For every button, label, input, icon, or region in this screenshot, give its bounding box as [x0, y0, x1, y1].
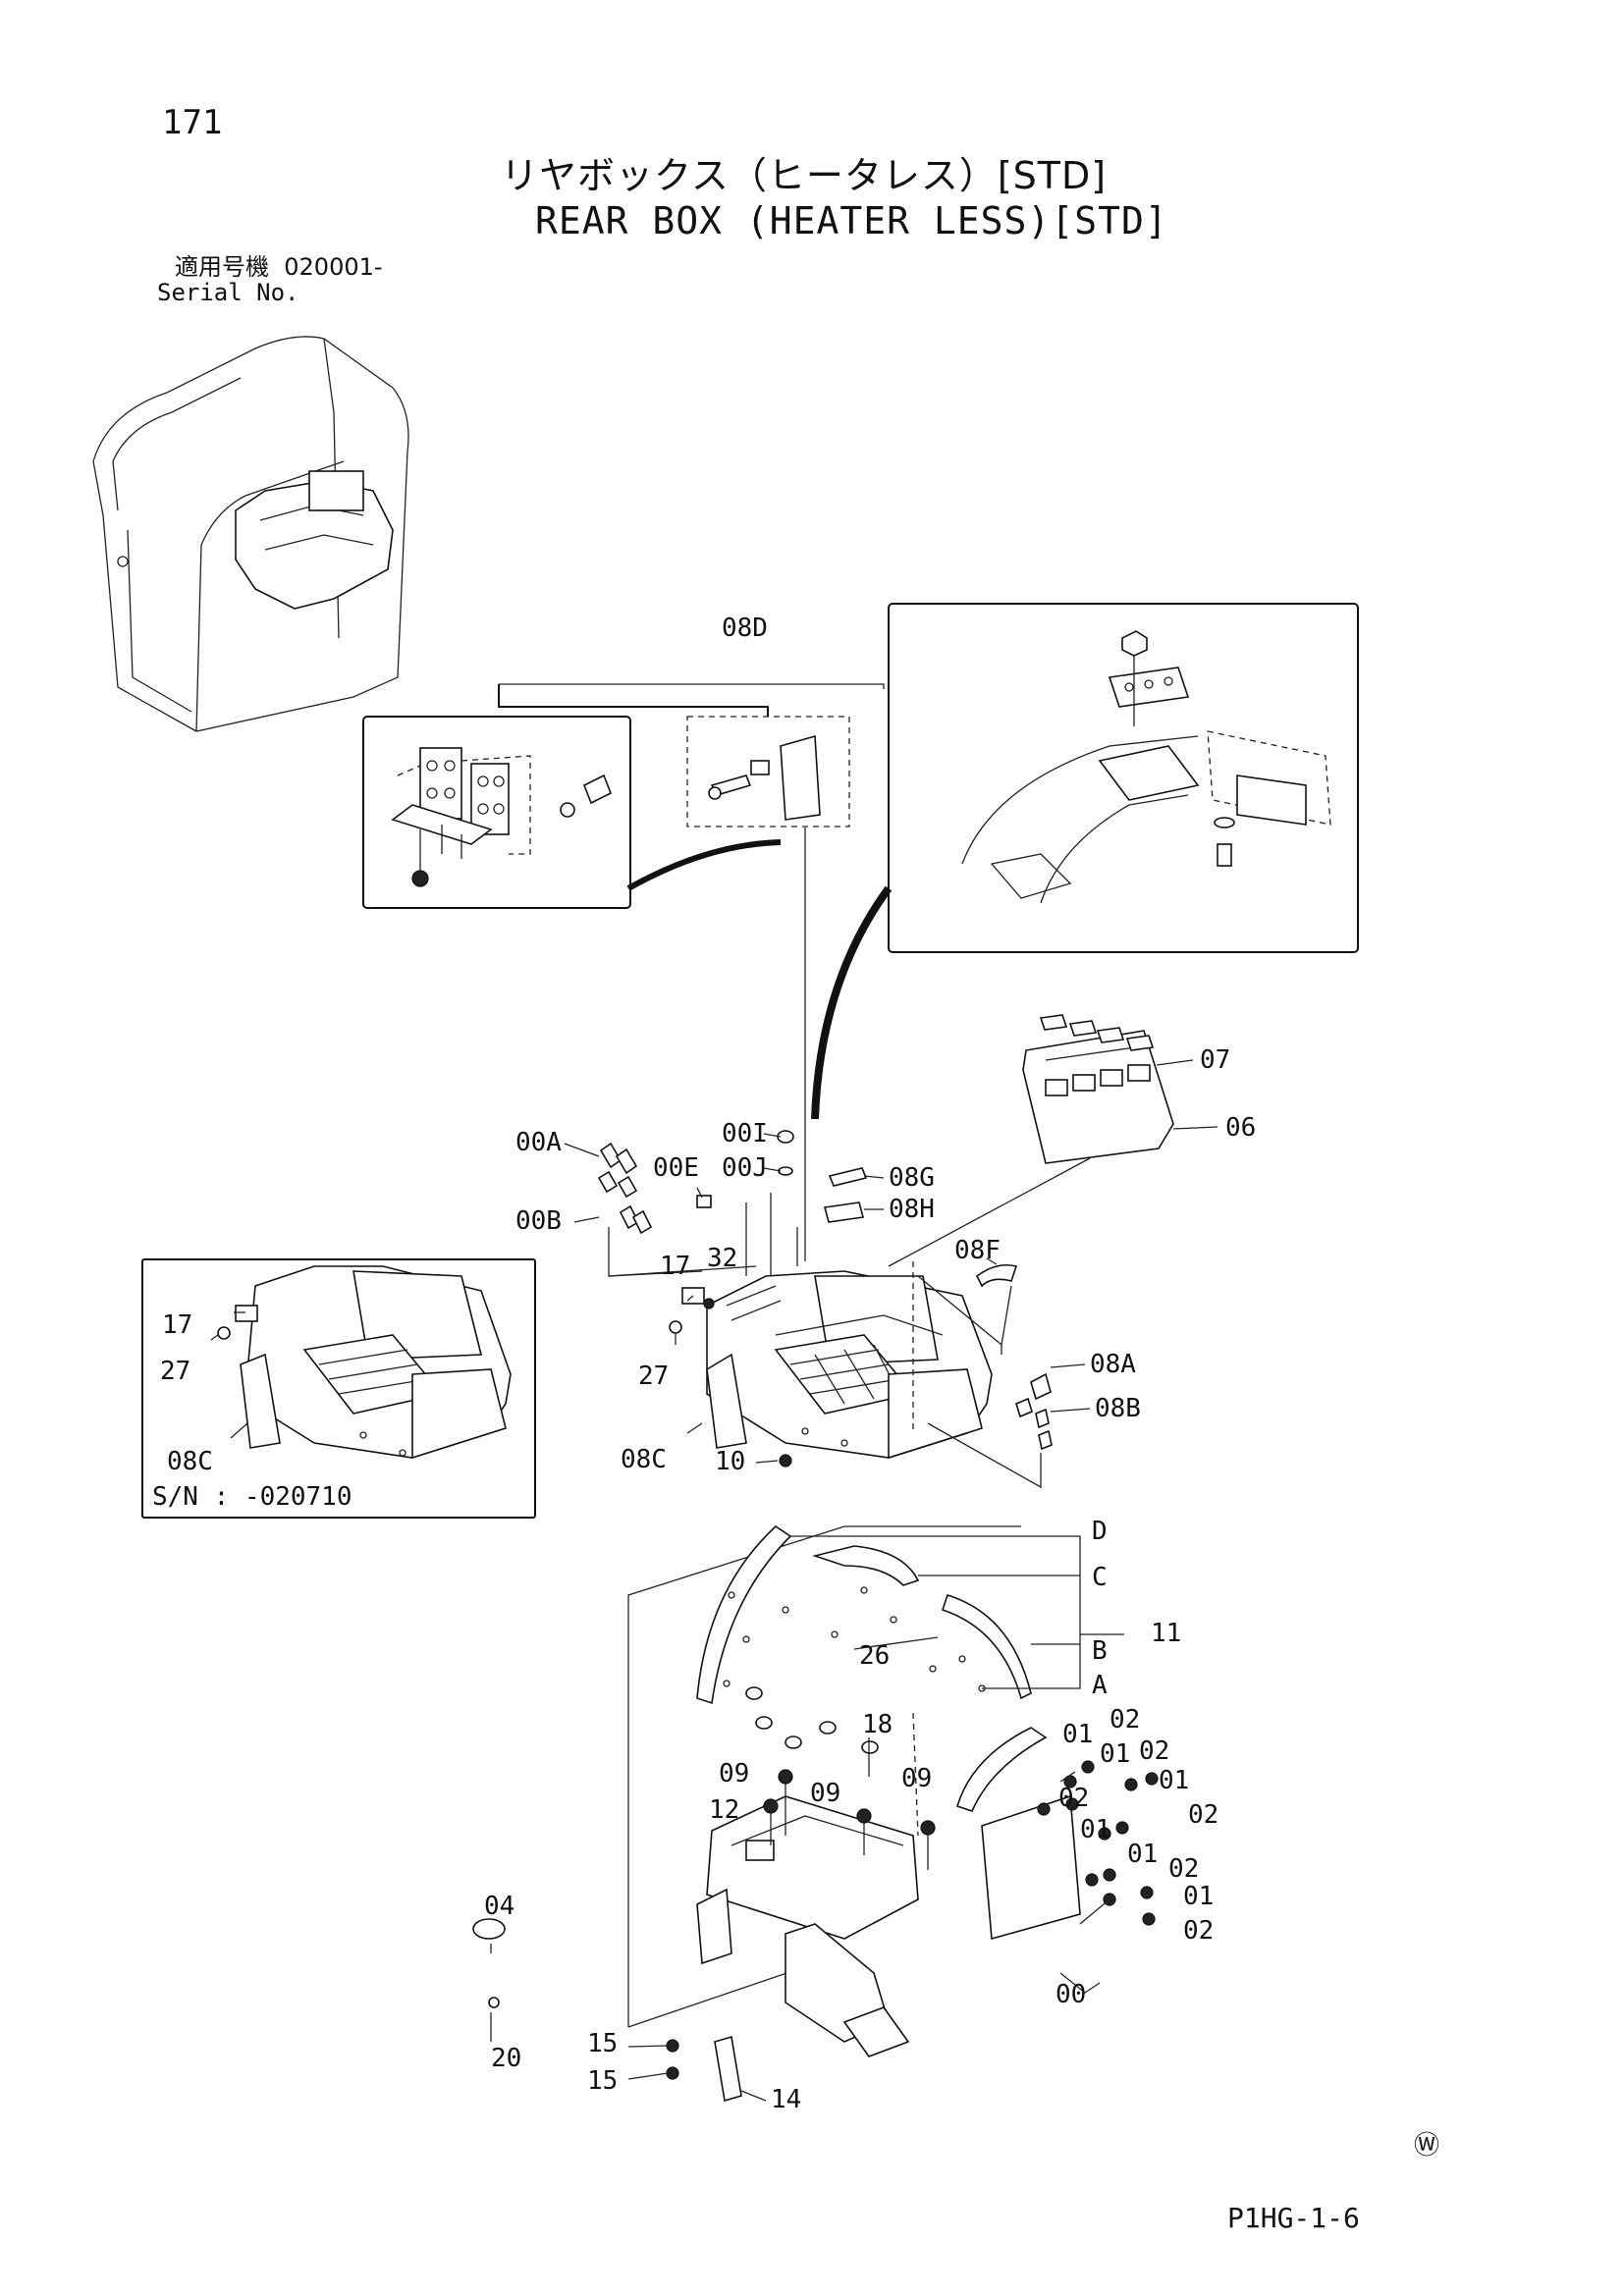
callout-32: 32 — [707, 1244, 737, 1273]
page-number: 171 — [162, 103, 223, 142]
callout-c: C — [1092, 1563, 1108, 1592]
callout-07: 07 — [1200, 1045, 1230, 1075]
callout-08b: 08B — [1095, 1394, 1141, 1423]
fasteners-upper — [597, 1130, 1053, 1489]
detail-box-08d — [498, 683, 885, 828]
callout-00i: 00I — [722, 1119, 768, 1148]
callout-01-d: 01 — [1080, 1815, 1110, 1844]
callout-00j: 00J — [722, 1153, 768, 1183]
serial-label-japanese: 適用号機 020001- — [175, 253, 383, 281]
callout-20: 20 — [491, 2044, 521, 2073]
callout-a: A — [1092, 1671, 1108, 1700]
callout-08h: 08H — [889, 1195, 935, 1224]
callout-02-d: 02 — [1188, 1800, 1218, 1830]
callout-11: 11 — [1151, 1619, 1181, 1648]
callout-26: 26 — [859, 1641, 890, 1671]
callout-01-a: 01 — [1062, 1720, 1093, 1749]
callout-02-e: 02 — [1168, 1854, 1199, 1884]
callout-08g: 08G — [889, 1163, 935, 1193]
callout-02-a: 02 — [1110, 1705, 1140, 1735]
callout-27-main: 27 — [638, 1362, 669, 1391]
switch-panel-06 — [1022, 1014, 1174, 1164]
callout-labels: 08D 07 06 00A 00E 00I 00J 08G 08H 00B 08… — [152, 614, 1256, 2114]
callout-08c-inset: 08C — [167, 1447, 213, 1476]
serial-label-english: Serial No. — [157, 279, 299, 306]
cab-overview-illustration — [92, 336, 409, 732]
callout-02-f: 02 — [1183, 1916, 1214, 1946]
callout-01-b: 01 — [1100, 1739, 1130, 1769]
callout-02-c: 02 — [1058, 1784, 1089, 1813]
callout-08c-main: 08C — [621, 1445, 667, 1474]
watermark-w-symbol: Ⓦ — [1414, 2131, 1440, 2161]
detail-box-right — [888, 603, 1359, 953]
callout-10: 10 — [715, 1447, 745, 1476]
rear-box-main — [669, 1157, 1091, 1460]
callout-01-c: 01 — [1159, 1766, 1189, 1795]
callout-01-e: 01 — [1127, 1840, 1158, 1869]
callout-08f: 08F — [954, 1236, 1001, 1265]
callout-00e: 00E — [653, 1153, 699, 1183]
leader-lines — [210, 1059, 1218, 2102]
callout-15-upper: 15 — [587, 2029, 618, 2058]
callout-02-b: 02 — [1139, 1736, 1169, 1766]
callout-09-center: 09 — [810, 1779, 840, 1808]
title-english: REAR BOX (HEATER LESS)[STD] — [535, 199, 1168, 242]
callout-08d: 08D — [722, 614, 768, 643]
callout-06: 06 — [1225, 1113, 1256, 1143]
detail-box-left — [362, 716, 631, 909]
callout-00b: 00B — [515, 1206, 562, 1236]
callout-27-inset: 27 — [160, 1357, 190, 1386]
callout-08a: 08A — [1090, 1350, 1136, 1379]
callout-09-right: 09 — [901, 1764, 932, 1793]
inset-serial-range: S/N : -020710 — [152, 1482, 352, 1512]
callout-01-f: 01 — [1183, 1882, 1214, 1911]
callout-00: 00 — [1056, 1980, 1086, 2009]
page-code: P1HG-1-6 — [1227, 2202, 1360, 2234]
callout-18: 18 — [862, 1710, 893, 1739]
callout-09-left: 09 — [719, 1759, 749, 1789]
callout-b: B — [1092, 1636, 1108, 1666]
callout-14: 14 — [771, 2085, 801, 2114]
callout-04: 04 — [484, 1892, 514, 1921]
callout-00a: 00A — [515, 1128, 562, 1157]
callout-15-lower: 15 — [587, 2066, 618, 2096]
callout-17-main: 17 — [660, 1252, 690, 1281]
callout-d: D — [1092, 1517, 1108, 1546]
callout-12: 12 — [709, 1795, 739, 1825]
lower-frame-assembly — [472, 1524, 1159, 2103]
title-japanese: リヤボックス（ヒータレス）[STD] — [501, 154, 1108, 197]
callout-17-inset: 17 — [162, 1310, 192, 1340]
inset-box-old-rear-box — [141, 1258, 536, 1519]
